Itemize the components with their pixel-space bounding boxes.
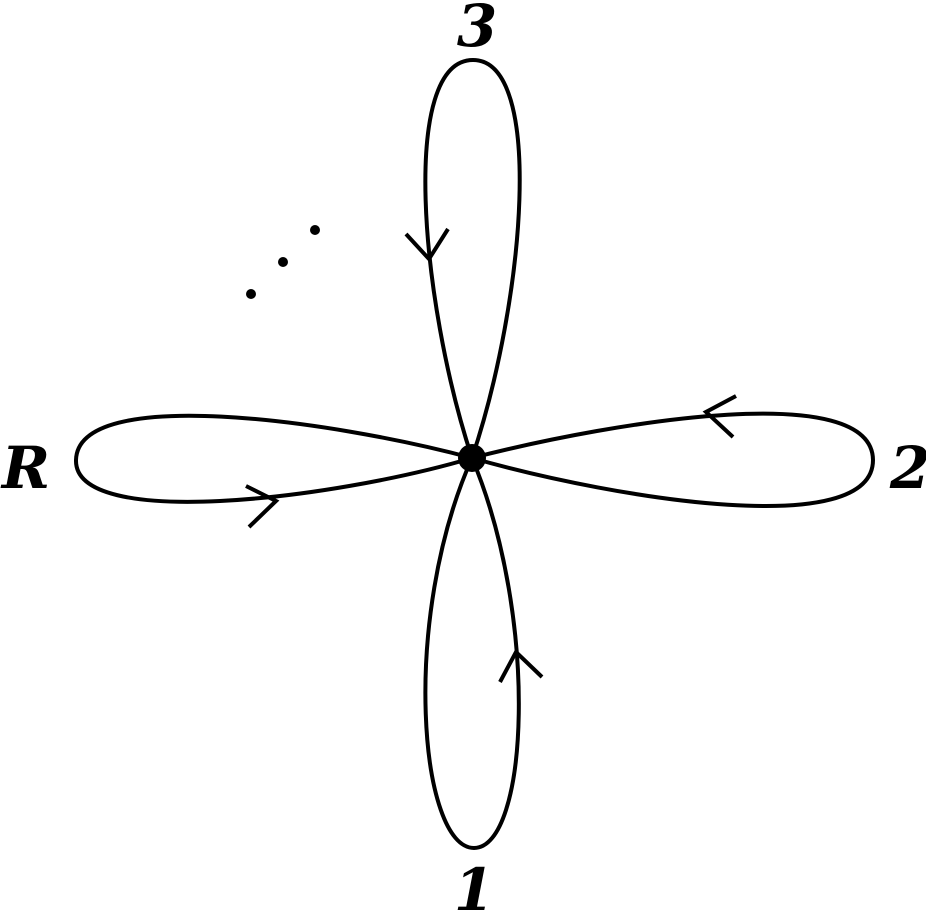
- ellipsis-dot: [246, 289, 256, 299]
- loop-2: [470, 411, 875, 508]
- label-loop-1: 1: [454, 856, 494, 918]
- loop-1: [423, 456, 521, 850]
- arrow-loop-r: [245, 484, 280, 529]
- arrow-loop-1: [498, 648, 544, 683]
- central-vertex: [458, 444, 486, 472]
- loop-r: [73, 413, 474, 504]
- label-loop-2: 2: [889, 434, 926, 502]
- ellipsis-dot: [310, 225, 320, 235]
- ellipsis-dot: [278, 257, 288, 267]
- loop-3: [423, 58, 522, 460]
- arrow-loop-2: [702, 394, 737, 439]
- arrow-loop-3: [404, 227, 450, 263]
- label-loop-r: R: [0, 434, 50, 502]
- label-loop-3: 3: [457, 0, 497, 60]
